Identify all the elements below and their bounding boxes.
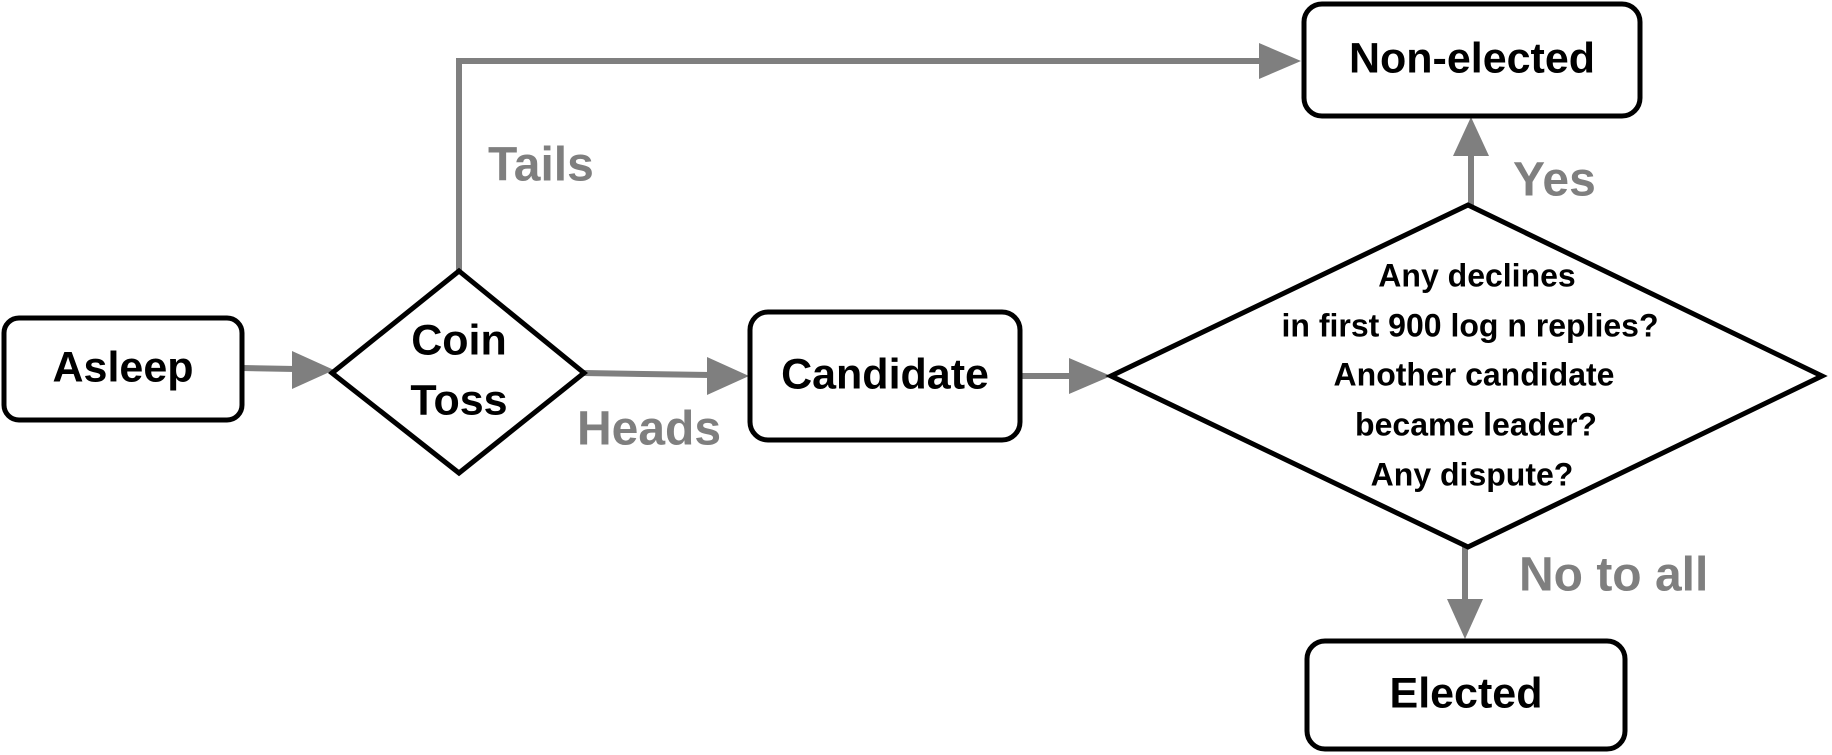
node-asleep-label: Asleep xyxy=(52,343,193,391)
node-non-elected: Non-elected xyxy=(1301,1,1643,119)
edge-label-no-to-all: No to all xyxy=(1519,549,1708,602)
node-non-elected-label: Non-elected xyxy=(1349,34,1595,82)
node-candidate: Candidate xyxy=(747,309,1023,443)
node-asleep: Asleep xyxy=(1,315,245,423)
decision-line-1: Any declines xyxy=(1378,257,1575,293)
node-elected-label: Elected xyxy=(1390,669,1543,717)
decision-line-5: Any dispute? xyxy=(1371,456,1574,492)
edge-no-to-all xyxy=(1447,547,1483,639)
edge-asleep-to-coin-toss xyxy=(241,351,334,389)
decision-line-2: in first 900 log n replies? xyxy=(1282,307,1659,343)
edge-label-heads: Heads xyxy=(577,403,721,456)
edge-yes xyxy=(1453,117,1489,205)
decision-line-4: became leader? xyxy=(1355,406,1597,442)
node-coin-toss-line-1: Coin xyxy=(411,316,507,364)
edge-tails xyxy=(456,43,1301,271)
node-coin-toss: Coin Toss xyxy=(327,267,588,477)
node-elected: Elected xyxy=(1304,638,1628,752)
edge-label-yes: Yes xyxy=(1513,154,1596,207)
edge-label-tails: Tails xyxy=(488,139,594,192)
decision-line-3: Another candidate xyxy=(1334,356,1615,392)
node-candidate-label: Candidate xyxy=(781,350,989,398)
node-decision: Any declines in first 900 log n replies?… xyxy=(1105,202,1828,550)
edge-heads xyxy=(582,357,749,395)
edge-candidate-to-decision xyxy=(1020,358,1111,394)
node-coin-toss-line-2: Toss xyxy=(410,376,507,424)
